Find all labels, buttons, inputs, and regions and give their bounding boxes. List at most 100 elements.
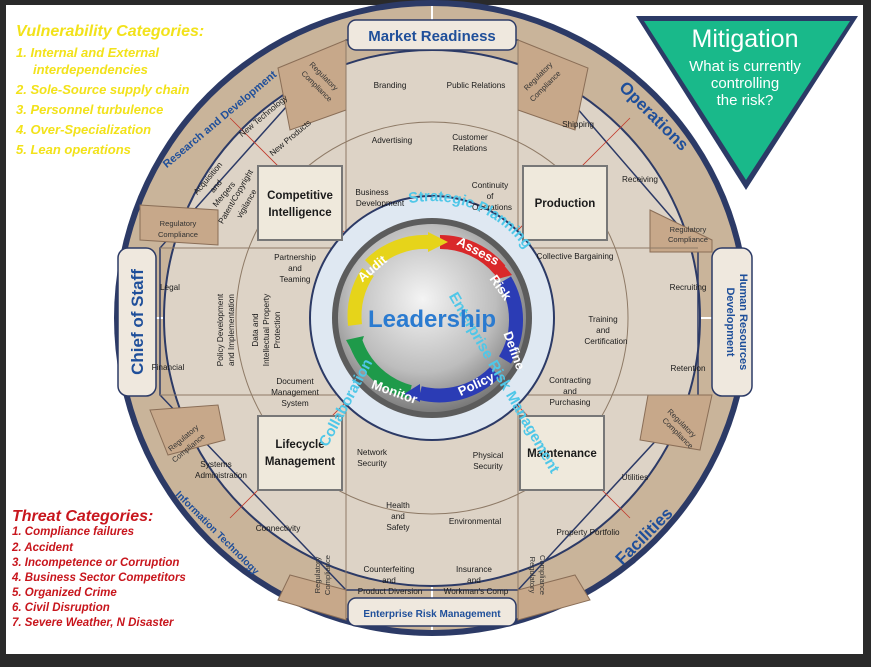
label-document-3: System [281, 399, 308, 408]
reg-left-top-1: Regulatory [160, 219, 197, 228]
threat-item-4: 4. Business Sector Competitors [11, 572, 186, 584]
hub [338, 224, 526, 412]
reg-right-top-2: Compliance [668, 235, 708, 244]
label-utilities: Utilities [622, 473, 648, 482]
label-retention: Retention [670, 364, 705, 373]
label-training-1: Training [588, 315, 618, 324]
label-collective-bargaining: Collective Bargaining [537, 252, 614, 261]
lifecycle-line2: Management [265, 456, 335, 468]
segment-hr-development: Development [724, 287, 736, 356]
vulnerability-item-5: 5. Lean operations [16, 142, 131, 157]
lifecycle-management-box: Lifecycle Management [257, 415, 343, 491]
segment-chief-of-staff: Chief of Staff [128, 269, 147, 375]
label-public-relations: Public Relations [447, 81, 506, 90]
label-network-2: Security [357, 459, 387, 468]
reg-bottom-right-2: Compliance [538, 555, 547, 595]
maintenance-box: Maintenance [519, 415, 605, 491]
vulnerability-item-1: 1. Internal and External [16, 45, 159, 60]
label-document-1: Document [276, 377, 314, 386]
lifecycle-line1: Lifecycle [275, 439, 324, 451]
label-systems-admin-2: Administration [195, 471, 247, 480]
label-legal: Legal [160, 283, 180, 292]
label-network-1: Network [357, 448, 388, 457]
threat-item-3: 3. Incompetence or Corruption [12, 557, 179, 569]
label-continuity-2: of [487, 192, 495, 201]
label-counterfeit-1: Counterfeiting [364, 565, 415, 574]
reg-bottom-right-1: Regulatory [528, 557, 537, 594]
label-receiving: Receiving [622, 175, 658, 184]
segment-market-readiness: Market Readiness [368, 28, 496, 45]
label-policy-2: and Implementation [227, 294, 236, 366]
label-insurance-2: and [467, 576, 481, 585]
label-policy-1: Policy Development [216, 293, 225, 366]
label-data-ip-1: Data and [251, 313, 260, 347]
reg-right-top-1: Regulatory [670, 225, 707, 234]
label-shipping: Shipping [562, 120, 594, 129]
erm-bottom-labels: Network Security Health and Safety Count… [357, 448, 423, 596]
label-advertising: Advertising [372, 136, 413, 145]
mitigation-line2: controlling [711, 75, 779, 92]
label-partnership-1: Partnership [274, 253, 316, 262]
label-bizdev-1: Business [355, 188, 388, 197]
reg-left-top-2: Compliance [158, 230, 198, 239]
threat-title: Threat Categories: [12, 508, 153, 525]
threat-item-2: 2. Accident [11, 542, 74, 554]
label-physical-security-2: Security [473, 462, 503, 471]
label-training-2: and [596, 326, 610, 335]
reg-bottom-left-2: Compliance [323, 555, 332, 595]
label-bizdev-2: Development [356, 199, 405, 208]
label-data-ip-3: Protection [273, 311, 282, 348]
label-partnership-3: Teaming [280, 275, 311, 284]
label-contracting-1: Contracting [549, 376, 591, 385]
label-partnership-2: and [288, 264, 302, 273]
competitive-intelligence-line2: Intelligence [268, 207, 331, 219]
label-connectivity: Connectivity [256, 524, 302, 533]
label-recruiting: Recruiting [670, 283, 707, 292]
vulnerability-categories: Vulnerability Categories: 1. Internal an… [15, 23, 204, 157]
market-readiness-labels: Branding Public Relations Advertising Cu… [355, 81, 512, 212]
competitive-intelligence-line1: Competitive [267, 190, 333, 202]
competitive-intelligence-box: Competitive Intelligence [257, 165, 343, 241]
mitigation-title: Mitigation [692, 25, 799, 53]
production-box: Production [522, 165, 608, 241]
facilities-labels: Utilities Property Portfolio Physical Se… [444, 451, 649, 596]
production-label: Production [535, 198, 596, 210]
vulnerability-item-4: 4. Over-Specialization [15, 122, 151, 137]
label-data-ip-2: Intellectual Property [262, 293, 271, 366]
label-insurance-1: Insurance [456, 565, 492, 574]
threat-item-7: 7. Severe Weather, N Disaster [12, 617, 174, 629]
label-customer-1: Customer [452, 133, 488, 142]
label-continuity-3: Operations [472, 203, 512, 212]
cycle-arrowheads [346, 232, 512, 402]
vulnerability-item-2: 2. Sole-Source supply chain [15, 82, 189, 97]
it-labels: Systems Administration Connectivity Docu… [195, 377, 320, 533]
label-continuity-1: Continuity [472, 181, 509, 190]
label-environmental: Environmental [449, 517, 502, 526]
vulnerability-item-3: 3. Personnel turbulence [16, 102, 163, 117]
center-leadership: Leadership [368, 306, 496, 333]
segment-wings [117, 19, 753, 627]
maintenance-label: Maintenance [527, 448, 597, 460]
threat-item-1: 1. Compliance failures [12, 526, 134, 538]
reg-bottom-left-1: Regulatory [313, 556, 322, 593]
label-counterfeit-3: Product Diversion [358, 587, 423, 596]
label-insurance-3: Workman's Comp [444, 587, 509, 596]
vulnerability-item-1-cont: interdependencies [33, 62, 148, 77]
label-customer-2: Relations [453, 144, 487, 153]
segment-erm-bottom: Enterprise Risk Management [363, 609, 501, 620]
label-financial: Financial [152, 363, 185, 372]
mitigation-callout: Mitigation What is currently controlling… [636, 16, 858, 190]
segment-human-resources: Human Resources [737, 274, 749, 371]
label-branding: Branding [374, 81, 407, 90]
label-physical-security-1: Physical [473, 451, 504, 460]
threat-item-5: 5. Organized Crime [12, 587, 117, 599]
threat-categories: Threat Categories: 1. Compliance failure… [11, 508, 186, 629]
threat-item-6: 6. Civil Disruption [12, 602, 110, 614]
vulnerability-title: Vulnerability Categories: [16, 23, 204, 40]
operations-hr-labels: Shipping Receiving Collective Bargaining… [537, 120, 707, 407]
mitigation-line1: What is currently [689, 58, 801, 75]
label-health-2: and [391, 512, 405, 521]
label-property-portfolio: Property Portfolio [556, 528, 620, 537]
